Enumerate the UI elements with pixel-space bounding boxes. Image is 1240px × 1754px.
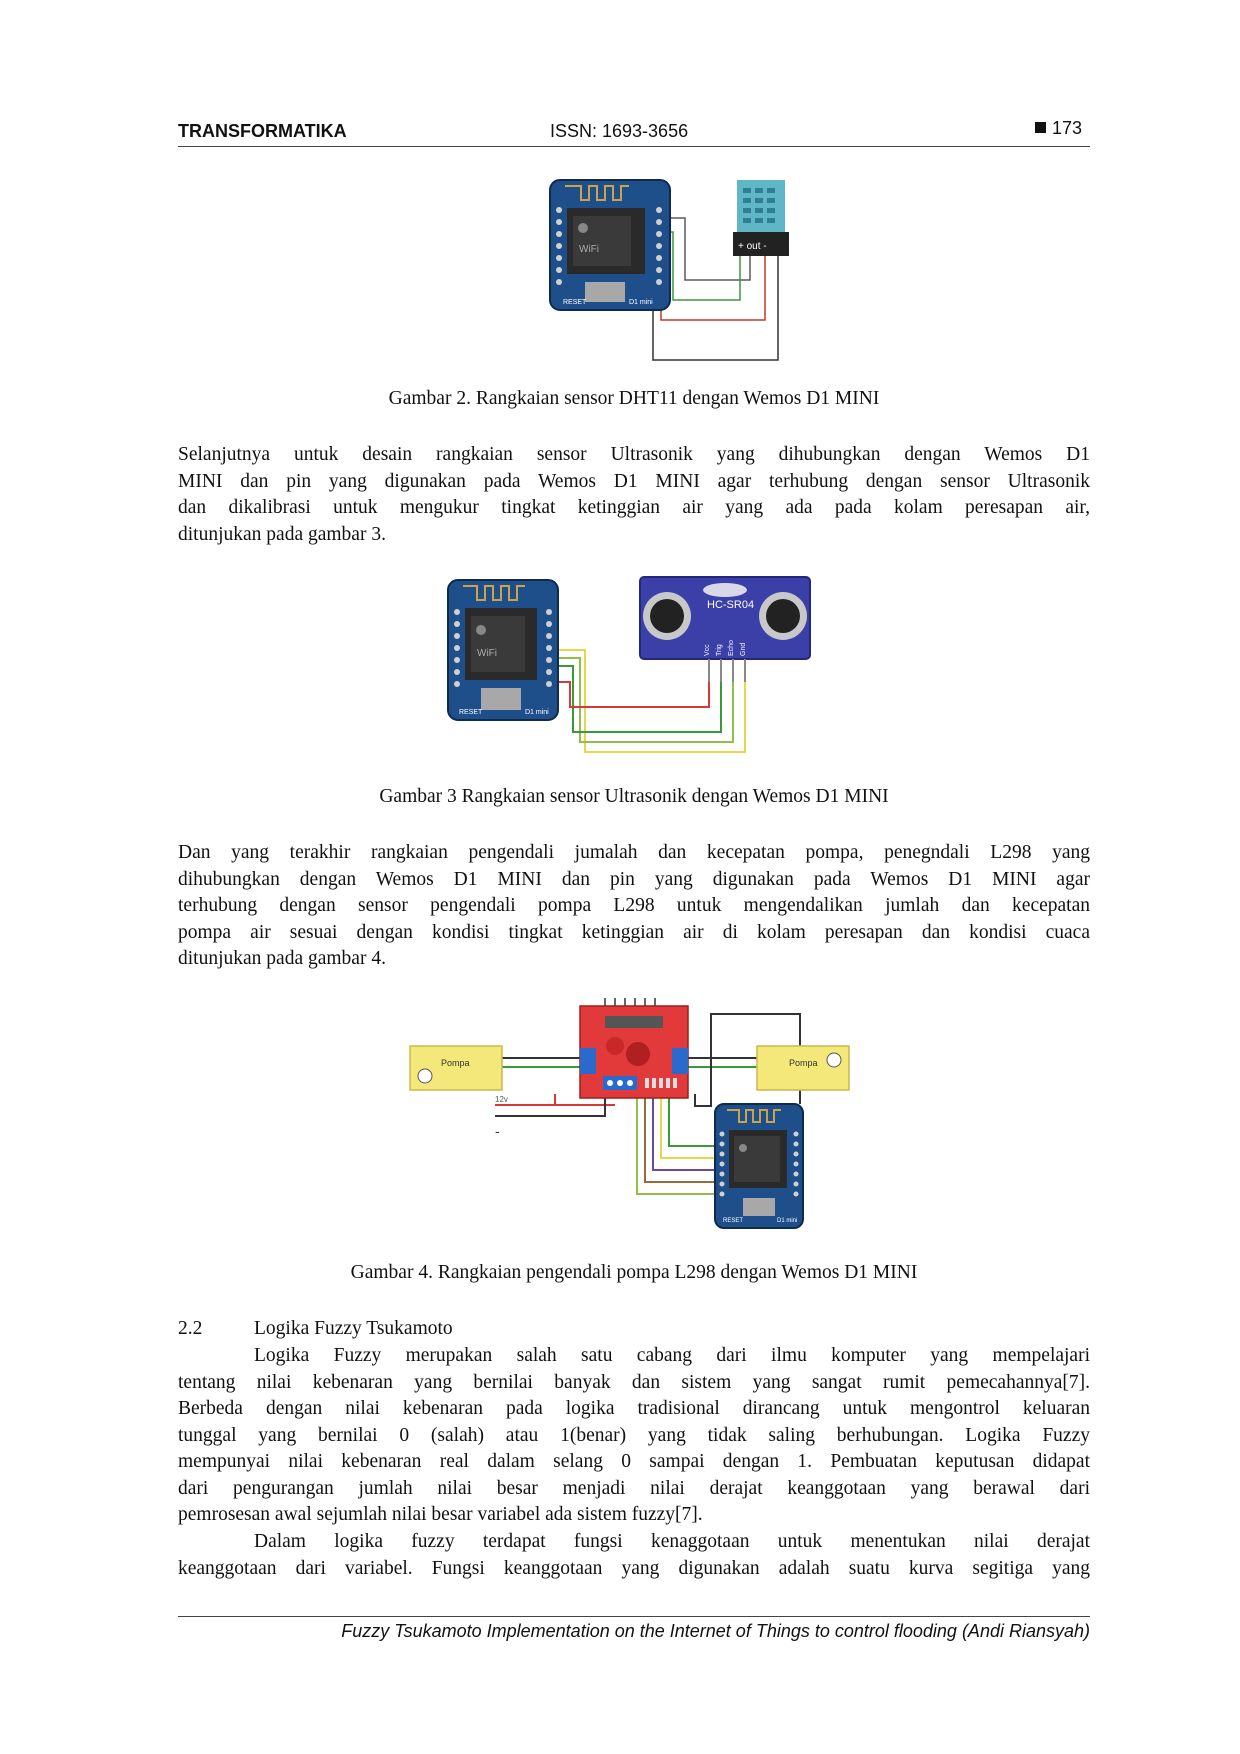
board-reset-label: RESET <box>459 709 483 716</box>
board-model-label: D1 mini <box>525 709 549 716</box>
board-reset-label: RESET <box>723 1218 743 1224</box>
figure-3-caption: Gambar 3 Rangkaian sensor Ultrasonik den… <box>379 786 889 807</box>
text-line: keanggotaan dari variabel. Fungsi keangg… <box>178 1557 1090 1579</box>
square-bullet-icon <box>1034 122 1046 133</box>
figure-4-l298-pump-circuit: Pompa Pompa 12v - <box>409 998 850 1229</box>
text-line: MINI dan pin yang digunakan pada Wemos D… <box>178 470 1090 492</box>
text-line: dan dikalibrasi untuk mengukur tingkat k… <box>178 497 1090 518</box>
text-line: dihubungkan dengan Wemos D1 MINI dan pin… <box>178 868 1090 890</box>
pin-label-vcc: Vcc <box>704 644 711 656</box>
text-line: mempunyai nilai kebenaran real dalam sel… <box>178 1451 1090 1472</box>
figure-2-dht11-circuit: WiFi RESET D1 mini + out - <box>549 179 789 361</box>
paragraph-fuzzy-logic: Logika Fuzzy merupakan salah satu cabang… <box>178 1343 1090 1529</box>
svg-text:WiFi: WiFi <box>579 244 599 255</box>
board-reset-label: RESET <box>563 299 587 306</box>
page-number: 173 <box>1034 118 1082 139</box>
text-line: ditunjukan pada gambar 3. <box>178 523 386 545</box>
hc-sr04-ultrasonic-sensor: HC-SR04 Vcc Trig Echo Gnd <box>639 576 811 682</box>
pin-label-gnd: Gnd <box>740 643 747 656</box>
text-line: tentang nilai kebenaran yang bernilai ba… <box>178 1371 1090 1393</box>
dht11-sensor: + out - <box>733 180 789 256</box>
page-footer: Fuzzy Tsukamoto Implementation on the In… <box>178 1616 1090 1642</box>
text-line: Dan yang terakhir rangkaian pengendali j… <box>178 842 1090 863</box>
text-line: dari pengurangan jumlah nilai besar menj… <box>178 1477 1090 1499</box>
pump-left: Pompa <box>409 1045 503 1091</box>
text-line: terhubung dengan sensor pengendali pompa… <box>178 895 1090 916</box>
dht11-pin-label: + out - <box>738 241 767 252</box>
pin-label-echo: Echo <box>728 640 735 656</box>
pump-right: Pompa <box>756 1045 850 1091</box>
wemos-d1-mini-board: RESET D1 mini <box>714 1103 804 1229</box>
issn-label: ISSN: 1693-3656 <box>550 121 689 141</box>
sensor-model-label: HC-SR04 <box>707 599 754 611</box>
text-line: tunggal yang bernilai 0 (salah) atau 1(b… <box>178 1424 1090 1446</box>
pin-label-trig: Trig <box>716 644 723 656</box>
text-line: Dalam logika fuzzy terdapat fungsi kenag… <box>254 1531 1090 1552</box>
paragraph-ultrasonic-intro: Selanjutnya untuk desain rangkaian senso… <box>178 442 1090 548</box>
l298-motor-driver <box>579 998 689 1099</box>
wemos-d1-mini-board: WiFi RESET D1 mini <box>549 179 671 311</box>
paragraph-l298-intro: Dan yang terakhir rangkaian pengendali j… <box>178 840 1090 973</box>
text-line: Berbeda dengan nilai kebenaran pada logi… <box>178 1398 1090 1419</box>
page-header: TRANSFORMATIKA ISSN: 1693-3656 173 <box>178 118 1090 147</box>
text-line: ditunjukan pada gambar 4. <box>178 948 386 969</box>
section-title: Logika Fuzzy Tsukamoto <box>254 1318 453 1339</box>
supply-minus-label: - <box>495 1123 500 1139</box>
journal-name: TRANSFORMATIKA <box>178 121 347 141</box>
board-model-label: D1 mini <box>629 299 653 306</box>
figure-3-ultrasonic-circuit: WiFi RESET D1 mini HC-SR04 Vcc Trig Echo… <box>447 576 811 753</box>
paragraph-membership-function: Dalam logika fuzzy terdapat fungsi kenag… <box>178 1529 1090 1582</box>
page-number-value: 173 <box>1051 118 1082 138</box>
text-line: pompa air sesuai dengan kondisi tingkat … <box>178 921 1090 943</box>
figure-2-caption: Gambar 2. Rangkaian sensor DHT11 dengan … <box>388 388 880 409</box>
board-model-label: D1 mini <box>777 1218 797 1224</box>
figure-4-caption: Gambar 4. Rangkaian pengendali pompa L29… <box>350 1262 918 1283</box>
section-number: 2.2 <box>178 1318 203 1339</box>
wemos-d1-mini-board: WiFi RESET D1 mini <box>447 579 559 721</box>
supply-plus-label: 12v <box>495 1095 508 1104</box>
text-line: Logika Fuzzy merupakan salah satu cabang… <box>254 1345 1090 1366</box>
pump-right-label: Pompa <box>789 1058 818 1068</box>
pump-left-label: Pompa <box>441 1058 470 1068</box>
svg-text:WiFi: WiFi <box>477 648 497 659</box>
text-line: Selanjutnya untuk desain rangkaian senso… <box>178 444 1090 465</box>
text-line: pemrosesan awal sejumlah nilai besar var… <box>178 1504 703 1525</box>
